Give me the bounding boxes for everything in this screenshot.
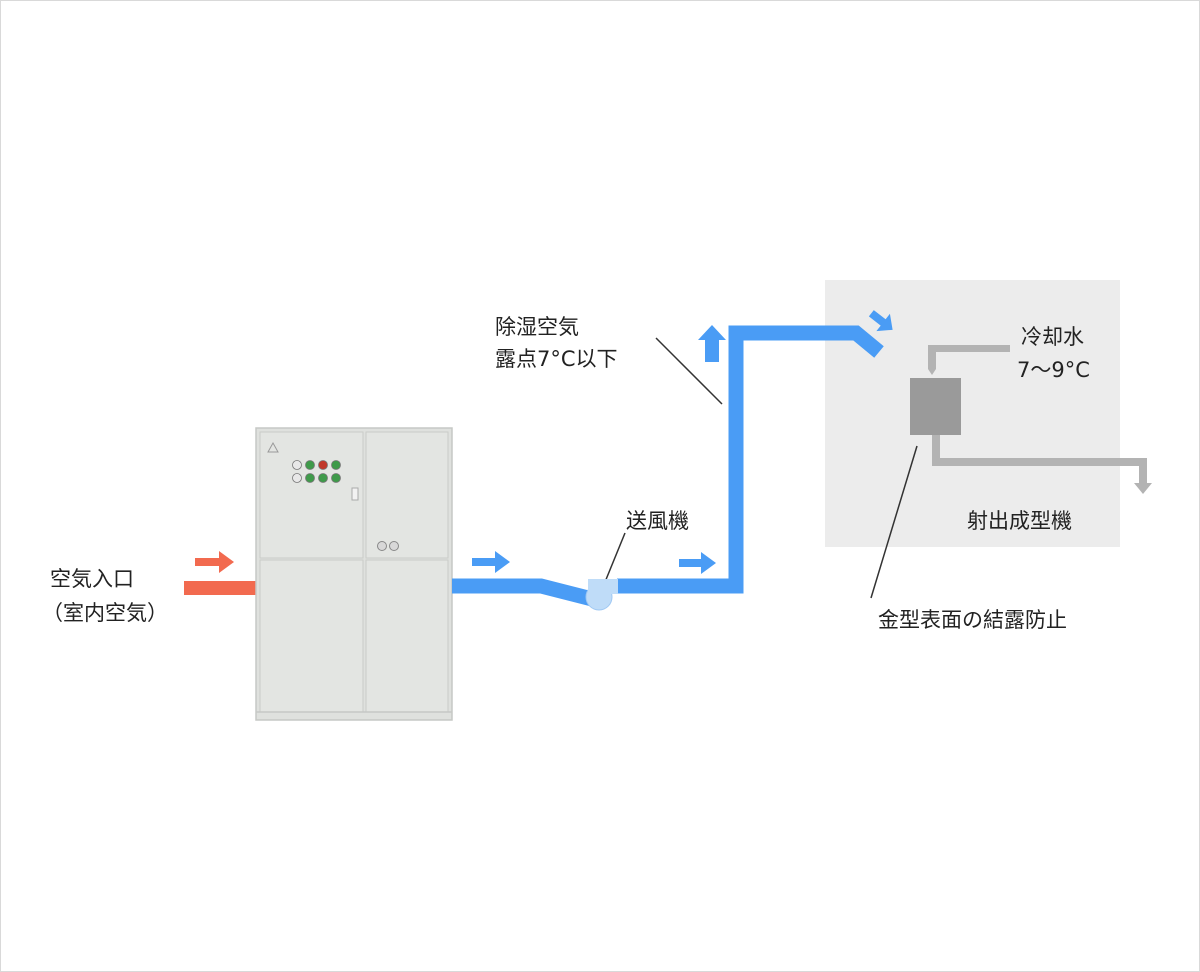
air-flow-arrow [679,552,716,574]
inlet-air-duct [184,581,260,595]
panel-lamp [305,460,315,470]
blower-label: 送風機 [626,509,689,533]
blower [585,579,618,611]
panel-lamp [292,460,302,470]
cooling-water-piping [928,345,1152,494]
blower-leader-line [604,532,626,583]
air-flow-arrow [472,551,510,573]
injection-molding-machine-label: 射出成型機 [967,509,1072,533]
air-inlet-label: 空気入口 [50,567,134,591]
inlet-air-arrow [195,551,234,573]
panel-lamp [331,473,341,483]
dehumidified-air-duct [452,325,884,608]
panel-lamp [331,460,341,470]
injection-molding-machine-area [825,280,1120,547]
air-flow-arrow [868,310,893,332]
cooling-water-temp-label: 7～9°C [1017,358,1090,382]
panel-lamp [318,460,328,470]
panel-lamp [292,473,302,483]
mold-leader-line [870,445,918,599]
panel-lamp [305,473,315,483]
dehumidified-air-leader-line [655,337,723,405]
mold-block [910,378,961,435]
dehumidifier-panel-lamps [292,460,341,483]
dew-point-label: 露点7°C以下 [495,347,618,371]
cooling-water-label: 冷却水 [1021,325,1084,349]
dehumidifier-unit [255,427,453,721]
dehumidified-air-label: 除湿空気 [495,315,579,339]
panel-lamp [318,473,328,483]
mold-condensation-label: 金型表面の結露防止 [878,608,1067,632]
air-inlet-sublabel: （室内空気） [42,601,168,625]
air-flow-arrow [698,325,726,362]
